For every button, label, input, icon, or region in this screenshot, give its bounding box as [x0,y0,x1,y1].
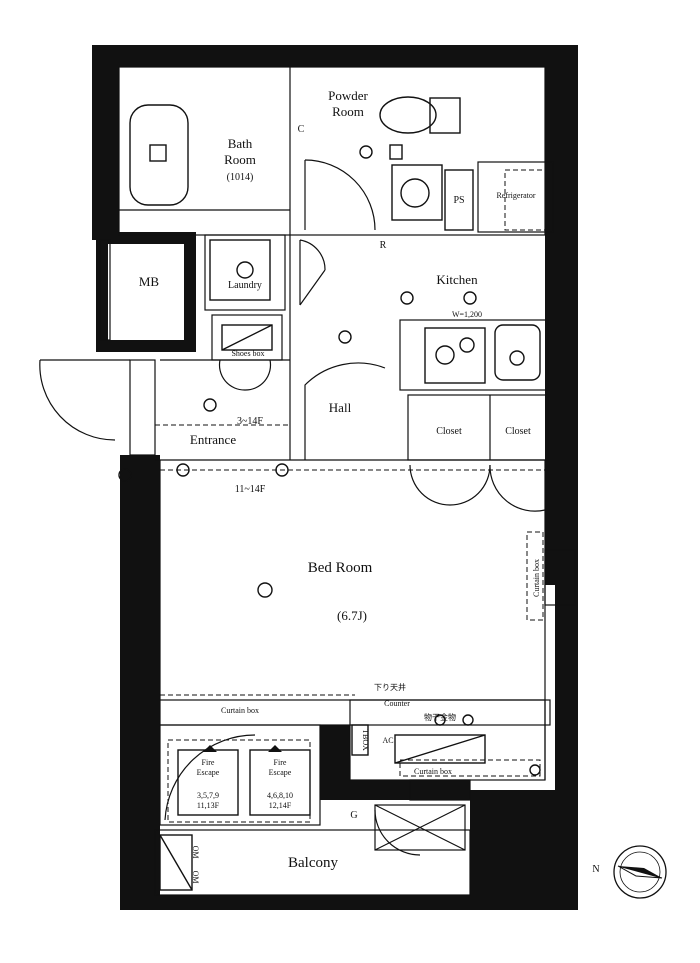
interior-walls [118,66,554,896]
curtain-box-side-label: Curtain box [532,559,541,597]
closet-1-label: Closet [436,426,462,437]
letter-g-label: G [350,810,357,821]
washer-icon [209,239,271,301]
counter-label: Counter [384,699,410,708]
toilet-icon [379,96,437,134]
doors [39,159,576,856]
balcony-side-label: OM [191,846,200,859]
exterior-walls [92,45,578,910]
bed-size-label: (6.7J) [337,608,367,623]
floor-note-bed: 11~14F [235,484,266,495]
bed-room-label: Bed Room [308,560,373,576]
compass-n-label: N [592,864,599,875]
light-fixture-icon [118,145,541,776]
entrance-label: Entrance [190,432,236,447]
closet-2-label: Closet [505,426,531,437]
curtain-box-right-label: Curtain box [414,767,452,776]
ps-label: PS [453,195,464,206]
laundry-label: Laundry [228,280,262,291]
fixtures [129,96,541,891]
bath-size-label: (1014) [227,172,254,183]
bathtub-icon [129,104,189,206]
compass-icon: N [592,845,667,899]
balcony-label: Balcony [288,855,338,871]
sink-icon [400,178,430,208]
balcony-side-label-2: OM [191,871,200,884]
annotations: 3~14F 11~14F W=1,200 Curtain box Curtain… [191,124,541,883]
mb-label: MB [139,274,160,289]
sagari-tenjo-label: 下り天井 [374,682,406,692]
kitchen-label: Kitchen [436,272,478,287]
kitchen-width-label: W=1,200 [452,310,482,319]
monohoshi-label: 物干金物 [424,712,456,722]
refrigerator-label: Refrigerator [496,191,535,200]
letter-r-label: R [380,240,387,251]
tbox-label: TBOX [361,729,370,751]
stove-icon [424,327,486,384]
ac-label: AC [382,736,393,745]
curtain-box-bottom-label: Curtain box [221,706,259,715]
letter-c-label: C [298,124,305,135]
hall-label: Hall [329,400,352,415]
shoes-box-label: Shoes box [231,349,264,358]
floor-note-entrance: 3~14F [237,416,263,427]
